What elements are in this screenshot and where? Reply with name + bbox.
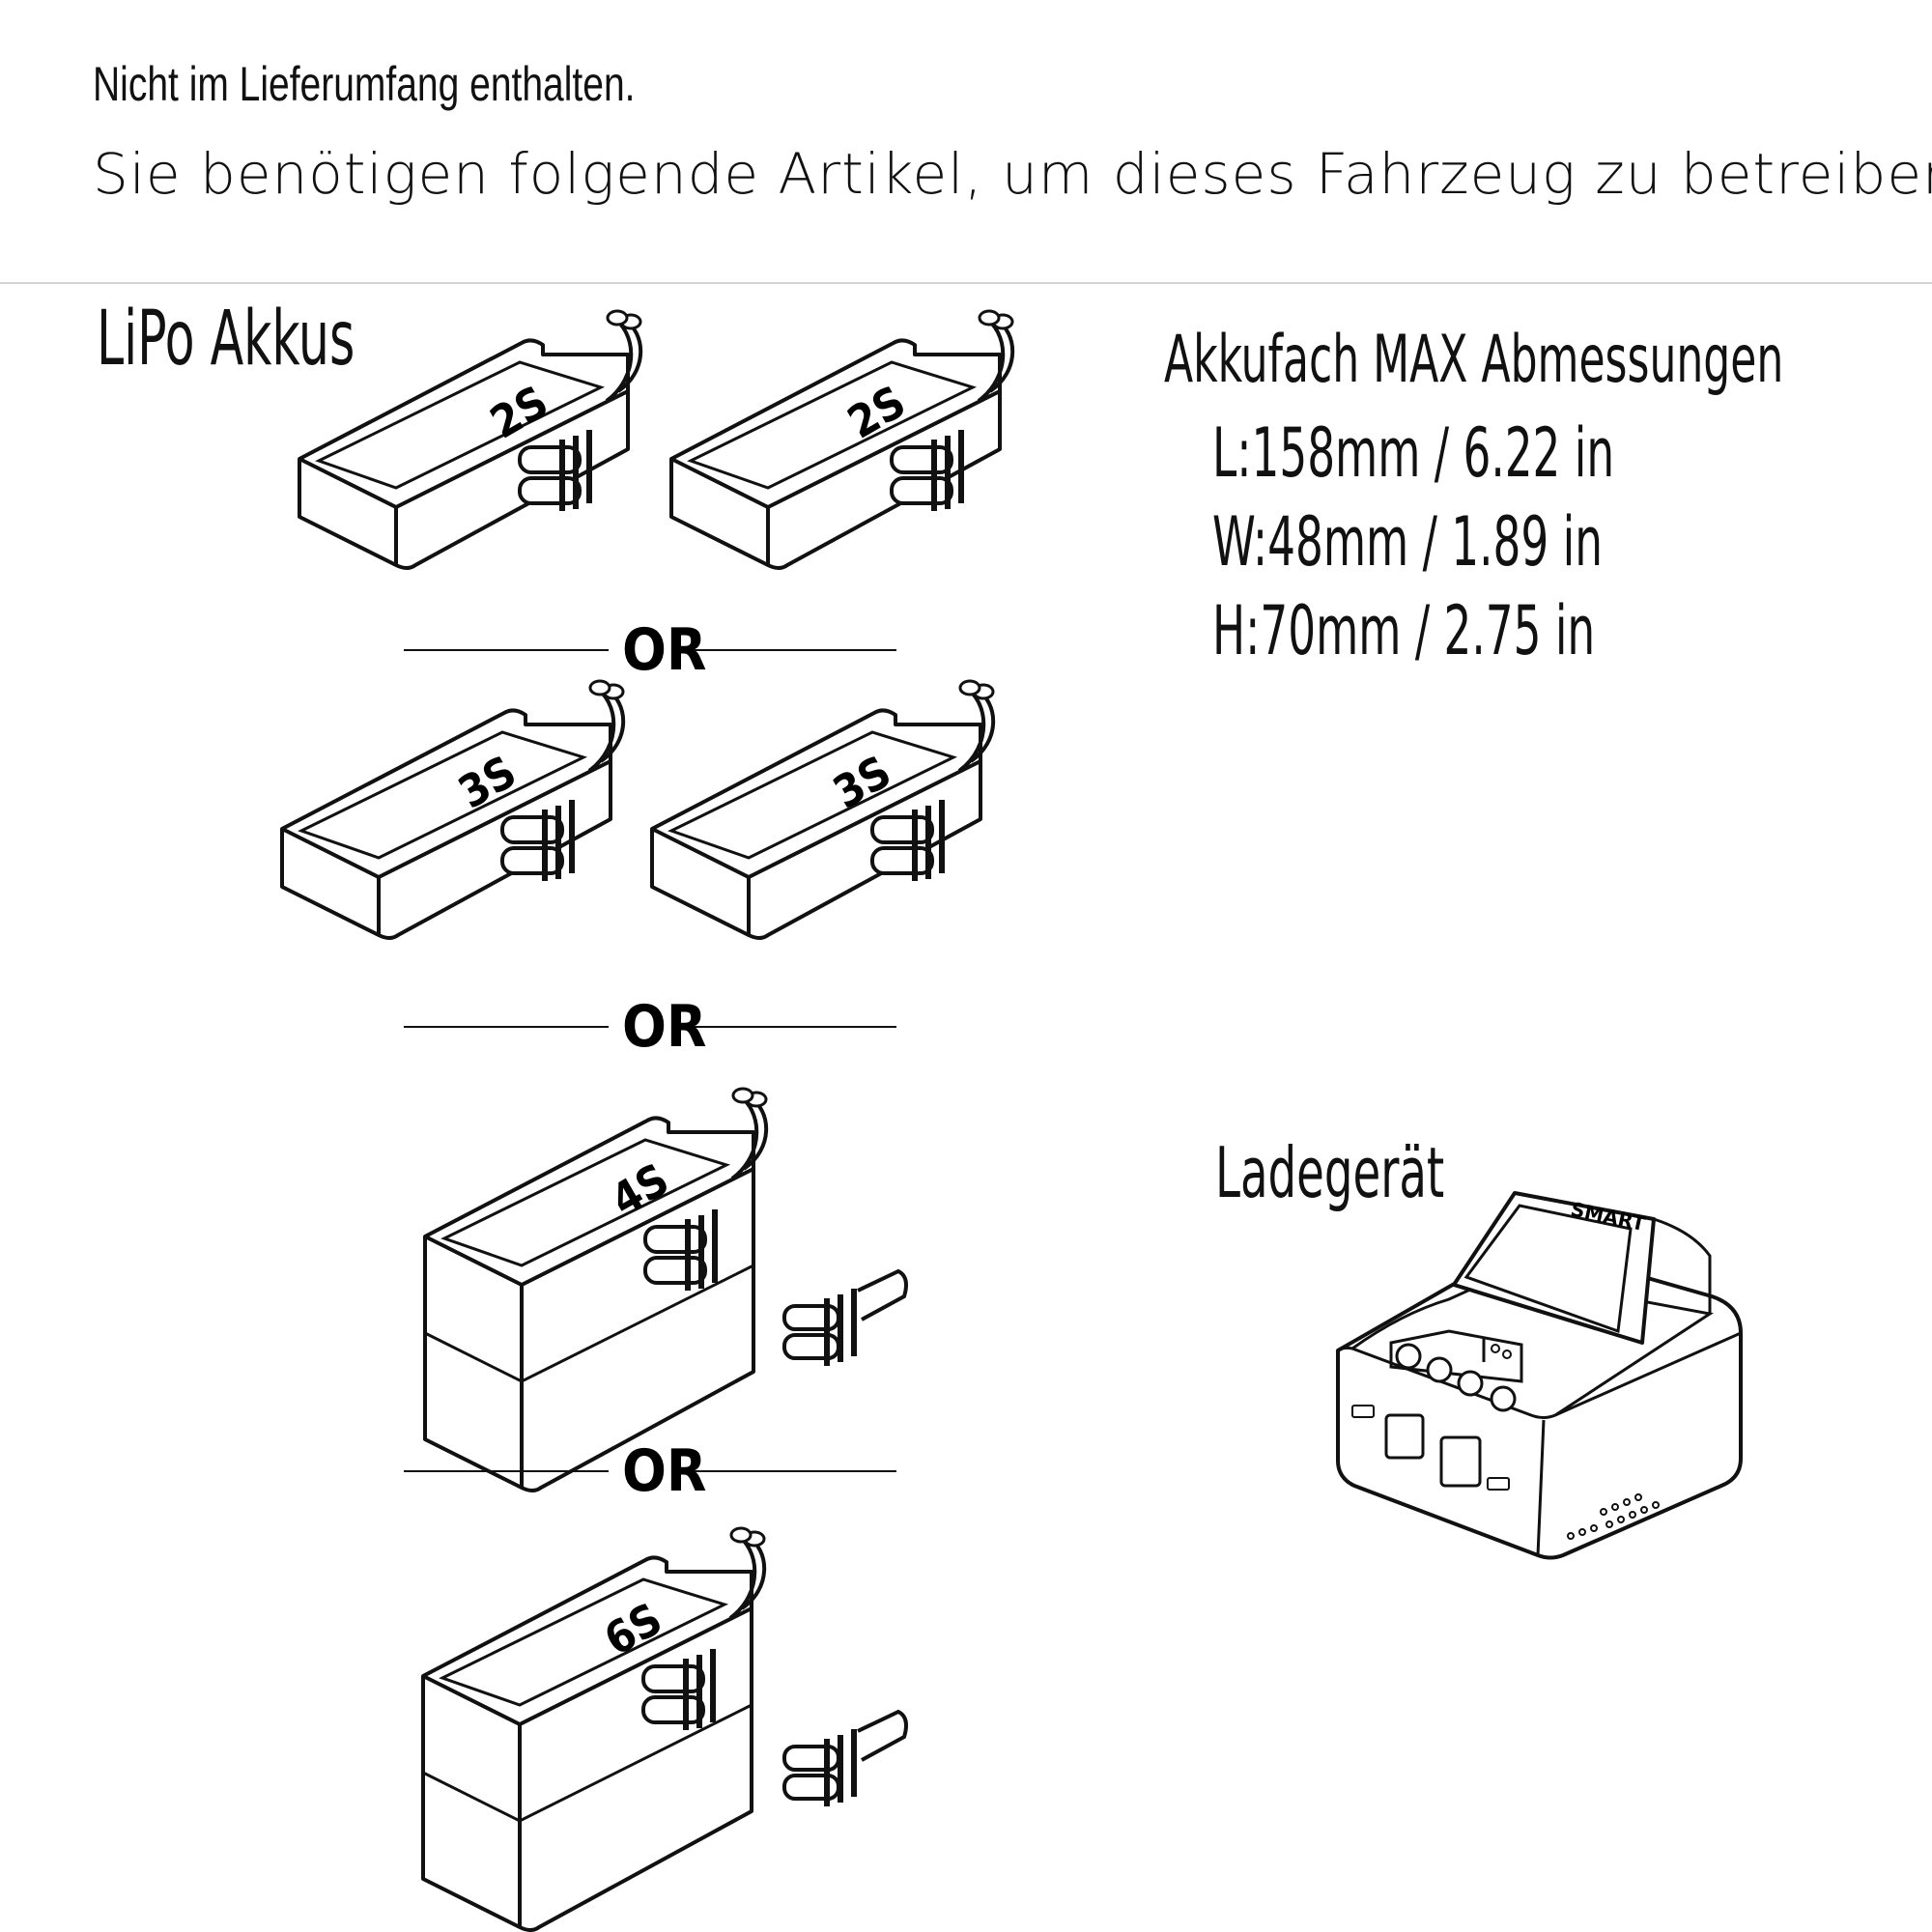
lipo-section-title: LiPo Akkus [97,296,355,383]
battery-4s: 4S [425,1089,766,1491]
xt-connector-6s [784,1712,906,1806]
power-icon [1490,1385,1517,1412]
dimension-length: L:158mm / 6.22 in [1212,413,1615,493]
svg-text:OR: OR [622,993,706,1061]
charger-title: Ladegerät [1215,1132,1445,1213]
dimension-height: H:70mm / 2.75 in [1212,591,1596,670]
notice-title: Nicht im Lieferumfang enthalten. [93,57,636,111]
battery-3s-left: 3S [282,681,623,938]
chevron-down-icon [1426,1356,1453,1383]
chevron-up-icon [1457,1370,1484,1397]
svg-text:OR: OR [622,1437,706,1505]
svg-text:OR: OR [622,616,706,684]
battery-2s-left: 2S [299,311,640,568]
notice-subtitle: Sie benötigen folgende Artikel, um diese… [93,141,1932,207]
or-separator-1: OR [404,616,896,684]
or-separator-2: OR [404,993,896,1061]
battery-2s-right: 2S [671,311,1012,568]
dimension-width: W:48mm / 1.89 in [1212,502,1603,582]
header-divider [0,282,1932,284]
chevron-left-icon [1395,1343,1422,1370]
battery-3s-right: 3S [652,681,993,938]
battery-6s: 6S [423,1528,764,1930]
or-separator-3: OR [404,1437,896,1505]
charger-illustration: SMART [1336,1191,1743,1560]
dimensions-title: Akkufach MAX Abmessungen [1164,322,1784,398]
xt-connector-4s [784,1271,906,1366]
